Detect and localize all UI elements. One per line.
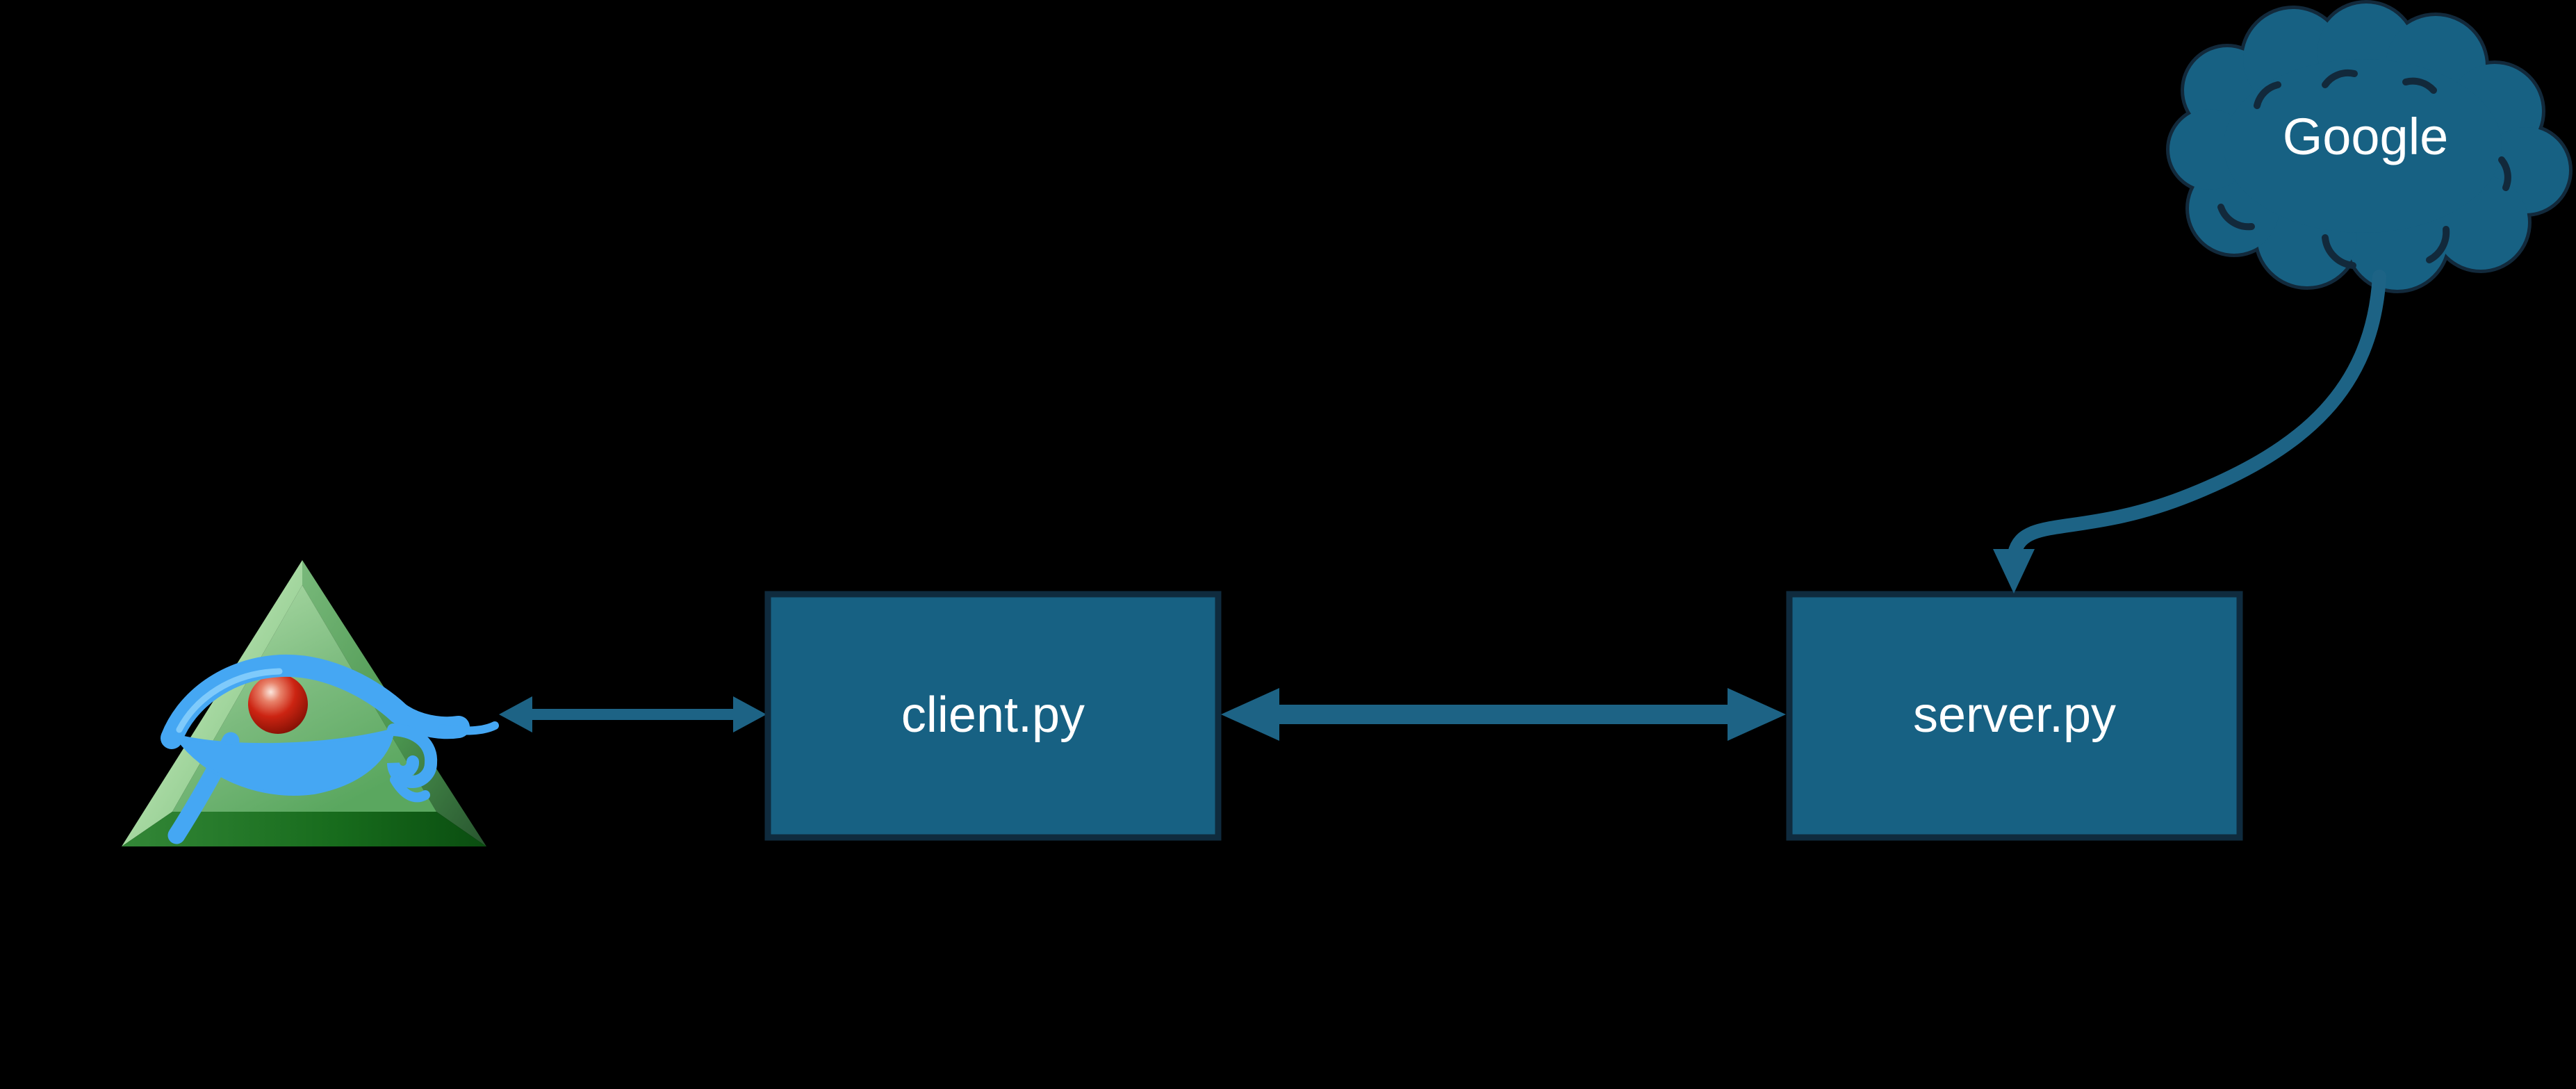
- server-box: [1786, 591, 2243, 841]
- eye-brow-tail: [438, 721, 499, 735]
- client-node: client.py: [764, 591, 1222, 841]
- client-label: client.py: [901, 687, 1085, 743]
- arrow-client-server: [1221, 688, 1786, 741]
- google-label: Google: [2283, 108, 2449, 165]
- arrow-google-server: [1993, 270, 2386, 593]
- pyramid-left-face: [122, 560, 302, 846]
- eye-spiral-tail: [390, 775, 430, 803]
- eye-brow-stroke: [161, 654, 470, 749]
- pyramid-base-bevel: [122, 812, 486, 846]
- client-box: [764, 591, 1222, 841]
- eye-pupil: [248, 674, 308, 734]
- server-label: server.py: [1913, 687, 2116, 743]
- pyramid-eye-icon: [122, 560, 499, 846]
- arrow-google-server-head: [1993, 549, 2035, 593]
- google-cloud: Google: [2166, 0, 2573, 293]
- eye-brow-highlight: [176, 668, 283, 733]
- cloud-fill-bumps: [2169, 3, 2569, 290]
- eye-lower-lid: [172, 728, 395, 796]
- cloud-notch-arcs: [2217, 69, 2511, 269]
- eye-spiral: [387, 723, 438, 788]
- arrow-eye-client: [499, 696, 766, 732]
- server-node: server.py: [1786, 591, 2243, 841]
- eye-of-horus-strokes: [161, 654, 499, 844]
- arrow-google-server-curve: [2008, 270, 2386, 560]
